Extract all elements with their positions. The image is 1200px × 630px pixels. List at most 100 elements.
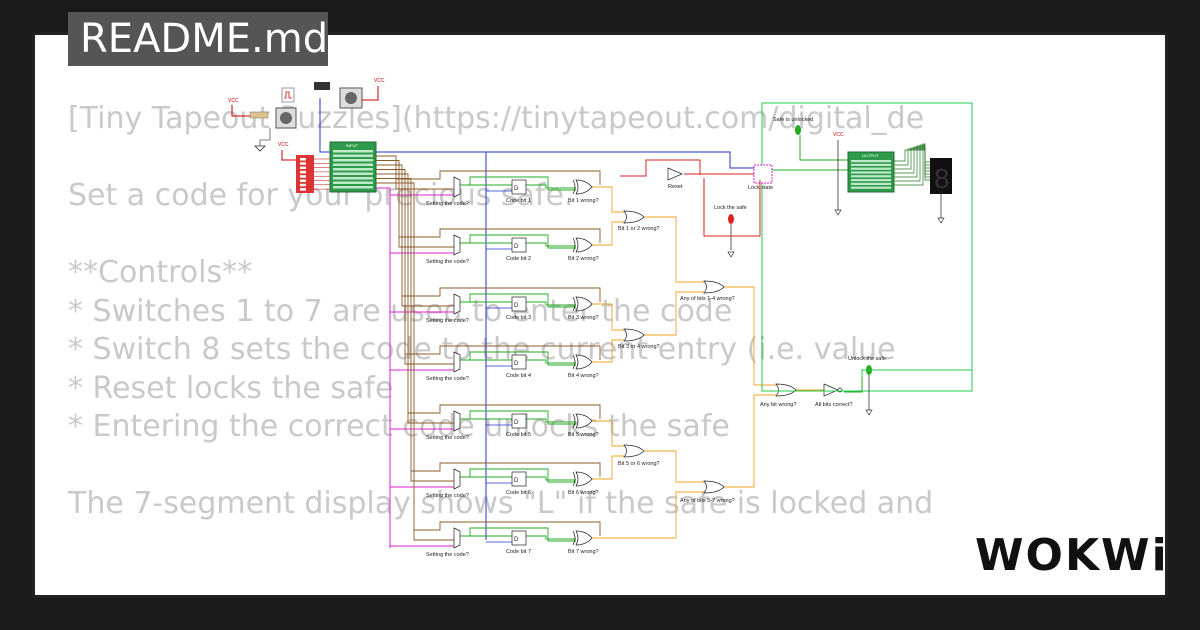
data-wire <box>401 296 454 307</box>
chip-pin <box>333 150 373 153</box>
d-flipflop <box>511 471 527 487</box>
setting-label: Setting the code? <box>426 259 469 265</box>
xor-gate <box>575 471 593 487</box>
ground-icon <box>937 217 945 224</box>
readme-line: * Reset locks the safe <box>68 370 394 406</box>
setting-label: Setting the code? <box>426 552 469 558</box>
or-gate-any <box>775 383 797 397</box>
bit-wrong-label: Bit 2 wrong? <box>568 256 599 262</box>
readme-line: * Switches 1 to 7 are used to enter the … <box>68 293 733 329</box>
dip-key[interactable] <box>300 166 306 170</box>
output-components: Safe is unlocked Reset Lock state Lock t… <box>376 102 973 504</box>
multiplexer <box>453 234 461 256</box>
svg-text:Any bit wrong?: Any bit wrong? <box>760 402 796 408</box>
preview-card <box>32 32 1168 598</box>
code-bit-label: Code bit 6 <box>506 490 531 496</box>
bit-wrong-label: Bit 4 wrong? <box>568 373 599 379</box>
bit-wrong-label: Bit 5 wrong? <box>568 432 599 438</box>
code-bit-label: Code bit 7 <box>506 549 531 555</box>
q-wire <box>526 535 576 540</box>
code-bit-label: Code bit 3 <box>506 315 531 321</box>
chip-pin <box>851 167 891 170</box>
bit-wrong-label: Bit 7 wrong? <box>568 549 599 555</box>
or-gate-5-7 <box>703 480 725 494</box>
bit-wrong-label: Bit 1 wrong? <box>568 198 599 204</box>
setting-label: Setting the code? <box>426 318 469 324</box>
data-wire <box>376 160 601 243</box>
setting-label: Setting the code? <box>426 376 469 382</box>
svg-text:Any of bits 1-4 wrong?: Any of bits 1-4 wrong? <box>680 296 735 302</box>
dip-key[interactable] <box>300 162 306 165</box>
data-wire <box>410 471 454 482</box>
bit-wrong-label: Bit 3 wrong? <box>568 315 599 321</box>
multiplexer <box>453 527 461 549</box>
dip-key[interactable] <box>300 158 306 161</box>
svg-text:8: 8 <box>934 163 950 194</box>
lock-flipflop <box>753 164 773 184</box>
dip-key[interactable] <box>300 170 306 174</box>
chip-pin <box>851 175 891 178</box>
chip-pin <box>851 163 891 166</box>
flipflop-d-label: D <box>514 361 519 367</box>
xor-gate <box>575 530 593 546</box>
data-wire <box>376 169 601 360</box>
wokwi-logo: WOKWi <box>975 530 1169 581</box>
dip-key[interactable] <box>300 175 306 178</box>
svg-text:Bit 1 or 2 wrong?: Bit 1 or 2 wrong? <box>618 226 660 232</box>
or-wire <box>611 421 624 447</box>
q-wire <box>526 476 576 481</box>
clock-wire <box>319 98 330 153</box>
or-wire <box>724 394 776 488</box>
slide-switch[interactable] <box>314 82 330 90</box>
multiplexer <box>453 293 461 315</box>
xor-gate <box>575 237 593 253</box>
svg-text:Reset: Reset <box>668 184 683 190</box>
data-wire <box>376 164 601 302</box>
input-chip <box>329 141 377 193</box>
file-tab: README.md <box>68 12 328 66</box>
multiplexer <box>453 176 461 198</box>
svg-text:Any of bits 5-7 wrong?: Any of bits 5-7 wrong? <box>680 498 735 504</box>
display-wire <box>894 148 930 166</box>
chip-pin <box>333 168 373 171</box>
chip-pin <box>333 172 373 175</box>
or-wire <box>724 286 776 386</box>
or-gate-3-4 <box>623 328 645 342</box>
chip-pin <box>851 186 891 189</box>
svg-text:VCC: VCC <box>228 98 239 104</box>
readme-line: **Controls** <box>68 255 253 290</box>
or-wire <box>611 455 624 479</box>
flipflop-d-label: D <box>514 244 519 250</box>
svg-text:VCC: VCC <box>833 132 844 138</box>
d-flipflop <box>511 530 527 546</box>
dip-key[interactable] <box>300 179 306 183</box>
svg-text:Bit 5 or 6 wrong?: Bit 5 or 6 wrong? <box>618 461 660 467</box>
d-flipflop <box>511 354 527 370</box>
dip-switch[interactable] <box>296 155 314 193</box>
chip-pin <box>333 186 373 189</box>
or-wire <box>611 339 624 362</box>
data-wire <box>407 413 454 424</box>
dip-key[interactable] <box>300 183 306 187</box>
svg-text:VCC: VCC <box>374 78 385 84</box>
data-wire <box>376 173 601 419</box>
data-wire <box>413 530 454 541</box>
or-wire <box>611 221 624 245</box>
svg-text:OUTPUT: OUTPUT <box>862 153 879 158</box>
data-wire <box>376 155 601 185</box>
xor-gate <box>575 354 593 370</box>
q-wire <box>526 301 576 306</box>
dip-key[interactable] <box>300 188 306 191</box>
data-wire <box>404 354 454 365</box>
chip-pin <box>333 159 373 162</box>
svg-text:Lock the safe: Lock the safe <box>714 205 747 211</box>
display-wire <box>894 149 930 163</box>
multiplexer <box>453 351 461 373</box>
display-wire <box>894 145 930 178</box>
svg-text:All bits correct?: All bits correct? <box>815 402 853 408</box>
display-wire <box>894 146 930 174</box>
code-bit-label: Code bit 5 <box>506 432 531 438</box>
flipflop-d-label: D <box>514 303 519 309</box>
q-wire <box>526 184 576 189</box>
